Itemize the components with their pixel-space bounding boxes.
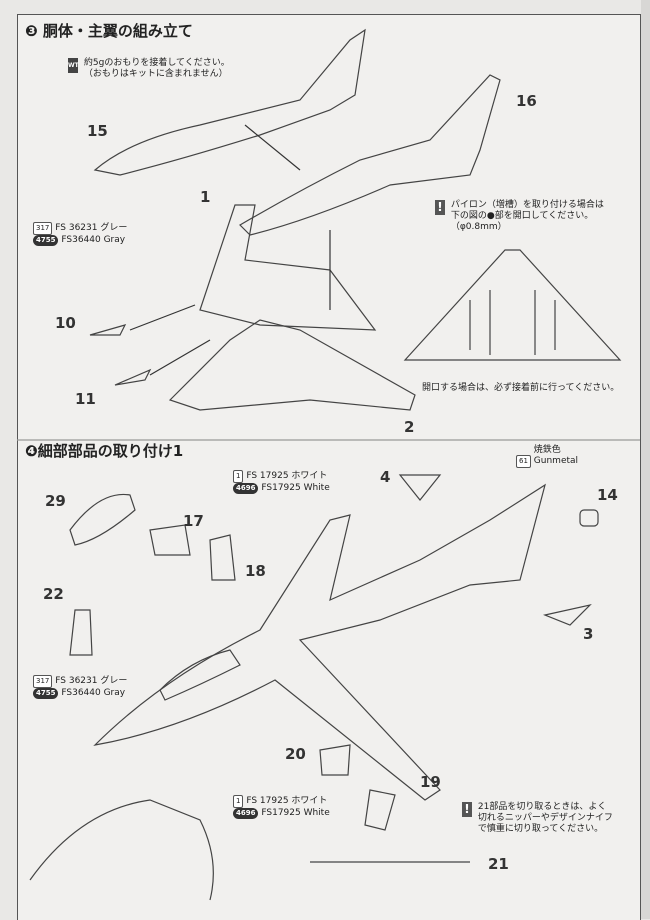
instruction-page xyxy=(17,14,641,920)
paint-callout-gray: 317 FS 36231 グレー 4755 FS36440 Gray xyxy=(33,675,127,699)
part-label: 14 xyxy=(597,486,618,504)
part-18 xyxy=(209,534,236,581)
page-edge xyxy=(641,0,650,919)
part-label: 17 xyxy=(183,512,204,530)
part-11 xyxy=(114,368,152,386)
nose-detail xyxy=(29,799,214,901)
opening-note: 開口する場合は、必ず接着前に行ってください。 xyxy=(422,383,620,393)
pylon-note: ! パイロン（増槽）を取り付ける場合は下の図の●部を開口してください。（φ0.8… xyxy=(435,200,604,233)
section-4-title: ❹細部部品の取り付け1 xyxy=(25,442,184,460)
part-label: 21 xyxy=(488,855,509,873)
weight-note: WT 約5gのおもりを接着してください。（おもりはキットに含まれません） xyxy=(68,58,230,79)
canopy xyxy=(159,649,241,701)
part-19 xyxy=(319,744,396,831)
part-label: 11 xyxy=(75,390,96,408)
part-14 xyxy=(579,509,599,527)
part-label: 22 xyxy=(43,585,64,603)
warning-icon: ! xyxy=(435,200,445,215)
part-label: 2 xyxy=(404,418,415,436)
part-label: 16 xyxy=(516,92,537,110)
paint-callout-white: 1 FS 17925 ホワイト 4696 FS17925 White xyxy=(233,470,330,494)
warning-icon: ! xyxy=(462,802,472,817)
part-29 xyxy=(69,493,136,546)
section-3-title: ❸ 胴体・主翼の組み立て xyxy=(25,22,193,40)
paint-callout-white: 1 FS 17925 ホワイト 4696 FS17925 White xyxy=(233,795,330,819)
part-17 xyxy=(149,524,191,556)
fuselage-part-16 xyxy=(239,74,501,236)
part-label: 18 xyxy=(245,562,266,580)
fuselage-part-15 xyxy=(93,28,366,176)
part-label: 3 xyxy=(583,625,594,643)
part-label: 20 xyxy=(285,745,306,763)
part-label: 10 xyxy=(55,314,76,332)
weight-icon: WT xyxy=(68,58,79,73)
wing-part-2 xyxy=(168,319,416,411)
part-label: 1 xyxy=(200,188,211,206)
part-label: 19 xyxy=(420,773,441,791)
part-22 xyxy=(69,609,93,656)
part-label: 4 xyxy=(380,468,391,486)
part-label: 29 xyxy=(45,492,66,510)
pylon-diagram xyxy=(403,249,622,361)
cut-note: ! 21部品を切り取るときは、よく切れるニッパーやデザインナイフで慎重に切り取っ… xyxy=(462,802,613,835)
part-label: 15 xyxy=(87,122,108,140)
wing-part-1 xyxy=(199,204,377,331)
part-4 xyxy=(398,474,442,501)
part-3 xyxy=(542,603,592,626)
arrows xyxy=(129,124,331,376)
part-10 xyxy=(89,324,127,336)
paint-callout-gray: 317 FS 36231 グレー 4755 FS36440 Gray xyxy=(33,222,127,246)
